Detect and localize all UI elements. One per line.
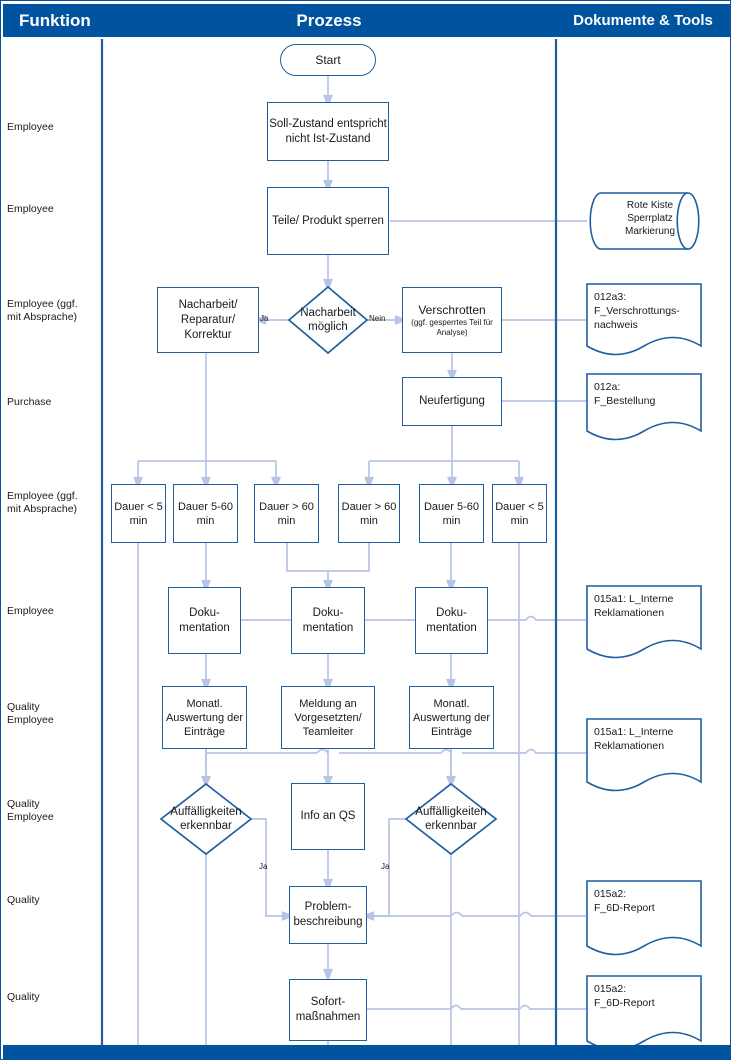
function-lane-2: Employee [7, 203, 54, 215]
decision-auffaelligkeiten-left-wrap[interactable]: Auffälligkeiten erkennbar [149, 791, 263, 847]
doc-shape-012a3 [586, 283, 702, 356]
doc-015a1-1[interactable]: 015a1: L_Interne Reklamationen [587, 586, 701, 649]
doc-015a1-1-text: 015a1: L_Interne Reklamationen [594, 593, 674, 619]
node-dauer-lt5-right[interactable]: Dauer < 5 min [492, 484, 547, 543]
node-teile-produkt-sperren[interactable]: Teile/ Produkt sperren [267, 187, 389, 255]
doc-012a[interactable]: 012a: F_Bestellung [587, 374, 701, 431]
node-verschrotten-title: Verschrotten [418, 302, 486, 317]
doc-012a3-text: 012a3: F_Verschrottungs- nachweis [594, 291, 680, 331]
edge-label-ja-right: Ja [381, 862, 390, 871]
function-lane-4: Purchase [7, 396, 52, 408]
header-funktion: Funktion [3, 4, 102, 37]
doc-015a1-2[interactable]: 015a1: L_Interne Reklamationen [587, 719, 701, 782]
node-sofortmassnahmen[interactable]: Sofort- maßnahmen [289, 979, 367, 1041]
function-lane-7: Quality Employee [7, 701, 54, 726]
node-dokumentation-3[interactable]: Doku- mentation [415, 587, 488, 654]
function-lane-10: Quality [7, 991, 40, 1003]
node-soll-ist-zustand[interactable]: Soll-Zustand entspricht nicht Ist-Zustan… [267, 102, 389, 161]
node-info-an-qs[interactable]: Info an QS [291, 783, 365, 850]
doc-015a2-2[interactable]: 015a2: F_6D-Report [587, 976, 701, 1041]
doc-015a2-1-text: 015a2: F_6D-Report [594, 888, 655, 914]
node-dokumentation-1[interactable]: Doku- mentation [168, 587, 241, 654]
node-dauer-5-60-right[interactable]: Dauer 5-60 min [419, 484, 484, 543]
node-dauer-lt5-left[interactable]: Dauer < 5 min [111, 484, 166, 543]
decision-auffaelligkeiten-right-label: Auffälligkeiten erkennbar [415, 806, 487, 832]
header-dokumente-tools: Dokumente & Tools [556, 4, 730, 37]
node-verschrotten-subtitle: (ggf. gesperrtes Teil für Analyse) [411, 317, 493, 337]
edge-label-ja-left: Ja [259, 862, 268, 871]
doc-rote-kiste[interactable]: Rote Kiste Sperrplatz Markierung [599, 193, 694, 249]
doc-shape-015a1-1 [586, 585, 702, 659]
doc-012a-text: 012a: F_Bestellung [594, 381, 656, 407]
decision-nacharbeit-label: Nacharbeit möglich [300, 307, 356, 333]
decision-auffaelligkeiten-left [159, 782, 253, 856]
node-neufertigung[interactable]: Neufertigung [402, 377, 502, 426]
decision-auffaelligkeiten-right [404, 782, 498, 856]
doc-015a2-2-text: 015a2: F_6D-Report [594, 983, 655, 1009]
header-prozess: Prozess [102, 4, 556, 37]
doc-rote-kiste-text: Rote Kiste Sperrplatz Markierung [624, 200, 676, 237]
node-monatl-auswertung-2[interactable]: Monatl. Auswertung der Einträge [409, 686, 494, 749]
function-lane-6: Employee [7, 605, 54, 617]
doc-015a2-1[interactable]: 015a2: F_6D-Report [587, 881, 701, 946]
node-monatl-auswertung-1[interactable]: Monatl. Auswertung der Einträge [162, 686, 247, 749]
doc-012a3[interactable]: 012a3: F_Verschrottungs- nachweis [587, 284, 701, 346]
decision-auffaelligkeiten-right-wrap[interactable]: Auffälligkeiten erkennbar [394, 791, 508, 847]
function-lane-5: Employee (ggf. mit Absprache) [7, 490, 78, 515]
node-meldung-vorgesetzten[interactable]: Meldung an Vorgesetzten/ Teamleiter [281, 686, 375, 749]
edge-label-nein-nacharbeit: Nein [369, 314, 386, 323]
node-nacharbeit-reparatur-korrektur[interactable]: Nacharbeit/ Reparatur/ Korrektur [157, 287, 259, 353]
decision-nacharbeit-label-wrap[interactable]: Nacharbeit möglich [289, 287, 367, 353]
edge-label-ja-nacharbeit: Ja [260, 314, 269, 323]
node-dauer-5-60-left[interactable]: Dauer 5-60 min [173, 484, 238, 543]
node-verschrotten[interactable]: Verschrotten (ggf. gesperrtes Teil für A… [402, 287, 502, 353]
decision-auffaelligkeiten-left-label: Auffälligkeiten erkennbar [170, 806, 242, 832]
doc-shape-015a1-2 [586, 718, 702, 792]
function-lane-1: Employee [7, 121, 54, 133]
node-problembeschreibung[interactable]: Problem- beschreibung [289, 886, 367, 944]
cylinder-rote-kiste [589, 192, 700, 250]
node-dauer-gt60-right[interactable]: Dauer > 60 min [338, 484, 400, 543]
doc-015a1-2-text: 015a1: L_Interne Reklamationen [594, 726, 674, 752]
doc-shape-015a2-1 [586, 880, 702, 956]
node-dokumentation-2[interactable]: Doku- mentation [291, 587, 365, 654]
decision-nacharbeit-moeglich [287, 285, 369, 355]
doc-shape-012a [586, 373, 702, 441]
function-lane-8: Quality Employee [7, 798, 54, 823]
node-start[interactable]: Start [280, 44, 376, 76]
function-lane-3: Employee (ggf. mit Absprache) [7, 298, 78, 323]
function-lane-9: Quality [7, 894, 40, 906]
node-dauer-gt60-left[interactable]: Dauer > 60 min [254, 484, 319, 543]
